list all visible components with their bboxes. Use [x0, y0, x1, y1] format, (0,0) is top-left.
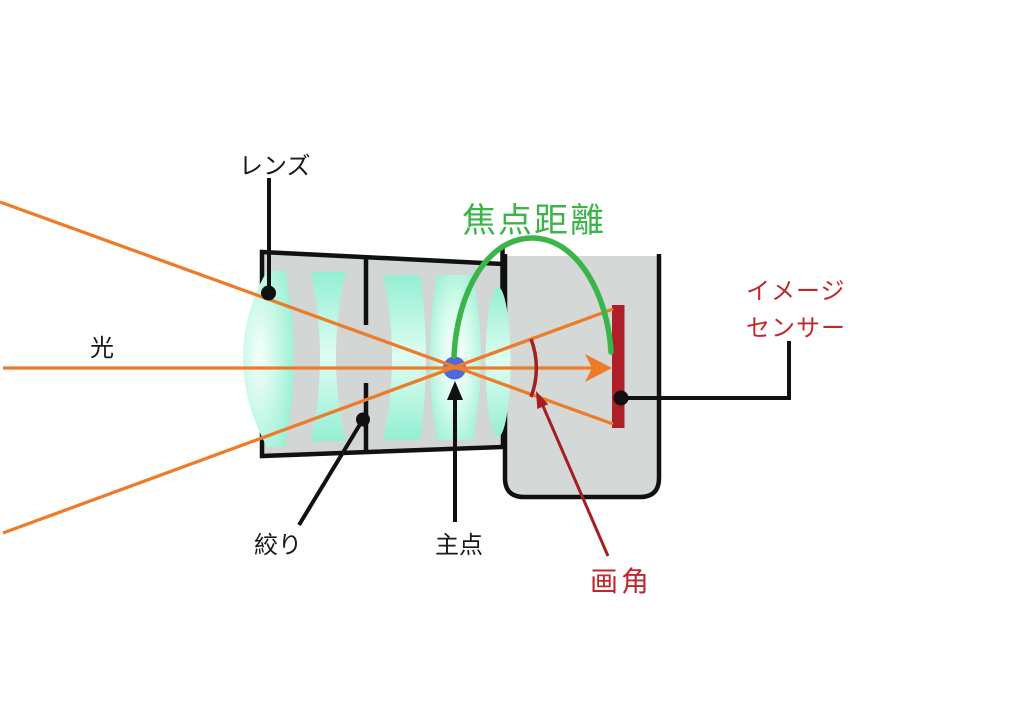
focal-length-label: 焦点距離	[462, 202, 606, 240]
light-ray-bottom	[2, 307, 614, 535]
image-sensor-label-line1: イメージ	[746, 278, 846, 305]
sensor-callout-line	[621, 341, 791, 400]
principal-point-arrowhead	[447, 381, 463, 400]
lens-label: レンズ	[239, 153, 311, 180]
lens-element-rear	[485, 287, 511, 437]
aperture-label: 絞り	[254, 532, 302, 559]
image-sensor-bar	[612, 305, 625, 428]
aperture-callout-dot	[356, 412, 370, 427]
light-ray-top	[0, 200, 614, 426]
image-sensor-label-line2: センサー	[746, 315, 846, 342]
focal-length-arc	[451, 235, 614, 359]
sensor-callout-dot	[613, 390, 629, 406]
image-sensor-label: イメージ センサー	[746, 273, 846, 347]
aperture-callout-line	[297, 419, 364, 527]
lens-element-front	[243, 271, 294, 447]
angle-of-view-arc	[529, 338, 539, 398]
angle-of-view-pointer-arrowhead	[536, 391, 549, 409]
angle-of-view-label: 画角	[590, 566, 653, 597]
light-label: 光	[90, 335, 114, 362]
lens-element-meniscus	[383, 275, 426, 440]
lens-callout-dot	[261, 285, 276, 301]
lens-element-biconcave	[311, 272, 346, 441]
light-ray-arrowhead	[585, 354, 612, 382]
camera-body	[505, 256, 659, 497]
principal-point-label: 主点	[435, 532, 483, 559]
angle-of-view-pointer-line	[541, 405, 610, 557]
